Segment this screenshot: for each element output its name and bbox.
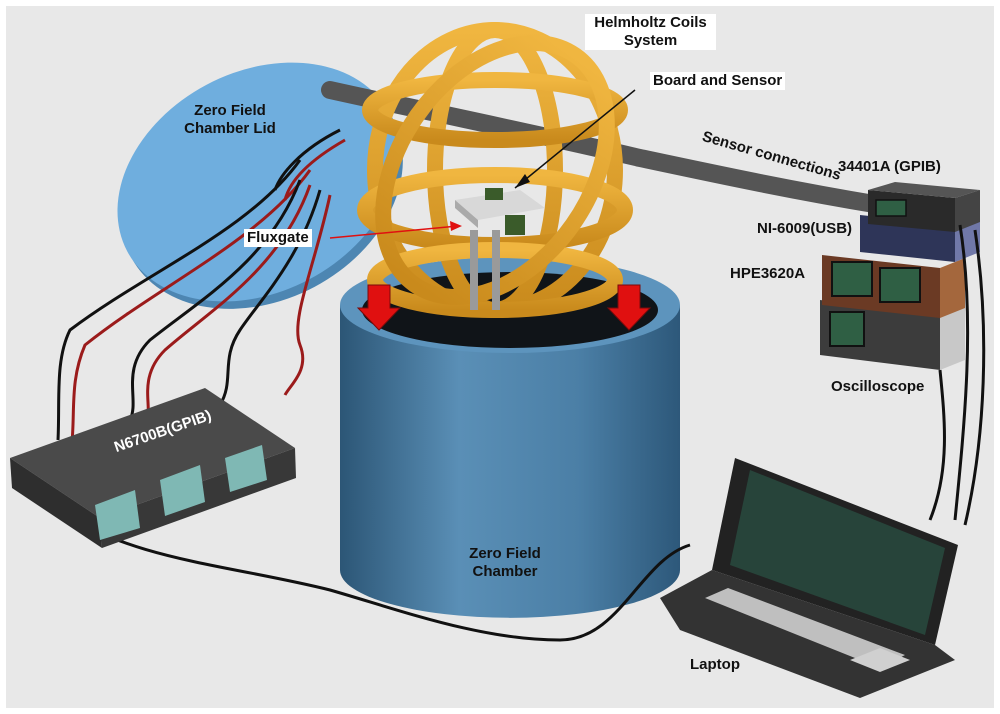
power-wires [56, 128, 346, 443]
board-and-sensor-label: Board and Sensor [650, 72, 786, 90]
instrument-stack [820, 182, 980, 370]
chamber-lid-label: Zero Field Chamber Lid [175, 102, 285, 138]
laptop-cable [59, 508, 691, 642]
ni-6009-label: NI-6009(USB) [757, 220, 853, 237]
fluxgate-pointer-line [329, 225, 459, 239]
insert-arrows [356, 284, 652, 331]
hpe3620a-label: HPE3620A [730, 265, 806, 282]
n6700b-unit [10, 388, 296, 548]
chamber-lid-label-line1: Zero Field [194, 102, 266, 119]
zero-field-chamber-label: Zero Field Chamber [450, 545, 560, 581]
laptop-illustration [660, 458, 958, 698]
helmholtz-coils-label-line1: Helmholtz Coils [594, 14, 707, 31]
board-and-sensor [455, 188, 545, 310]
chamber-lid [117, 62, 403, 309]
fluxgate-pointer-arrowhead [450, 221, 462, 231]
instrument-cables [928, 224, 986, 526]
board-pointer-arrowhead [515, 174, 530, 188]
fluxgate-label: Fluxgate [244, 229, 312, 247]
zero-field-chamber-label-line2: Chamber [472, 563, 538, 580]
chamber-lid-label-line2: Chamber Lid [184, 120, 276, 137]
board-pointer-line [514, 89, 636, 189]
dmm-34401a-label: 34401A (GPIB) [838, 158, 941, 175]
helmholtz-coils-label: Helmholtz Coils System [585, 14, 716, 50]
laptop-label: Laptop [690, 656, 740, 673]
zero-field-chamber-label-line1: Zero Field [469, 545, 541, 562]
helmholtz-coils-label-line2: System [623, 32, 678, 49]
oscilloscope-label: Oscilloscope [831, 378, 925, 395]
